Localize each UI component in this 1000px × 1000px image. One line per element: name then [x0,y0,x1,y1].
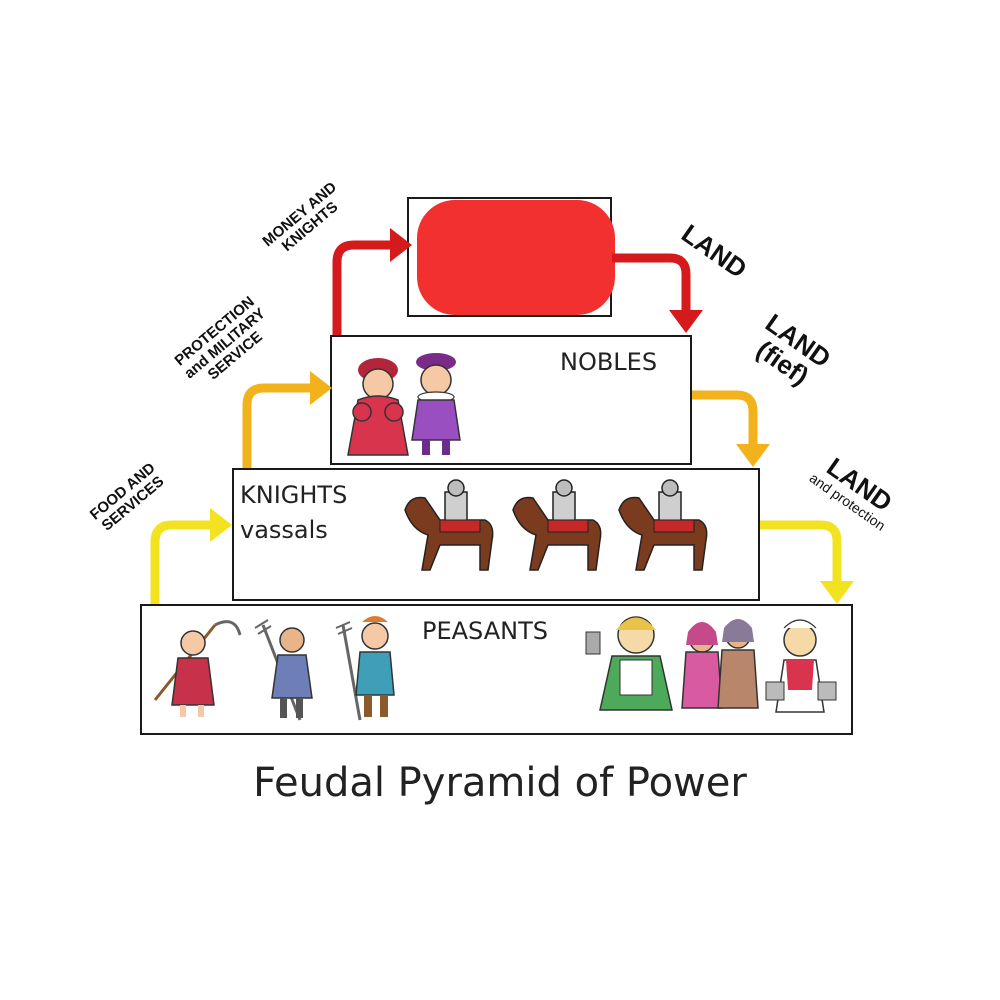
money-knights-arrow [332,240,392,335]
peasant-scythe-icon [153,620,242,717]
land-protection-arrowhead [820,581,854,604]
knights-tier-sublabel: vassals [240,516,328,544]
noble-woman-icon [347,358,409,456]
protection-arrowhead [310,371,332,405]
money-knights-arrowhead [390,228,412,262]
peasant-woman-icon [585,616,673,711]
milkmaid-icon [765,619,837,713]
peasants-tier-label: PEASANTS [422,617,548,645]
food-arrow [150,520,212,604]
protection-arrow [242,383,312,468]
peasant-pitchfork-icon-1 [254,619,313,721]
nobles-tier-label: NOBLES [560,348,658,376]
knight-on-horse-icon-1 [404,479,494,571]
knights-tier-label: KNIGHTS [240,481,348,509]
peasant-women-icon [681,619,759,709]
peasant-pitchfork-icon-2 [335,616,395,721]
knight-on-horse-icon-3 [618,479,708,571]
food-arrowhead [210,508,232,542]
knight-on-horse-icon-2 [512,479,602,571]
land-protection-arrow [760,520,842,583]
king-redaction-block [417,200,615,315]
diagram-caption: Feudal Pyramid of Power [253,760,747,806]
land-fief-arrow [692,390,758,446]
noble-man-icon [411,353,461,455]
land-king-arrow [612,253,691,312]
land-king-arrowhead [669,310,703,333]
land-fief-arrowhead [736,444,770,467]
